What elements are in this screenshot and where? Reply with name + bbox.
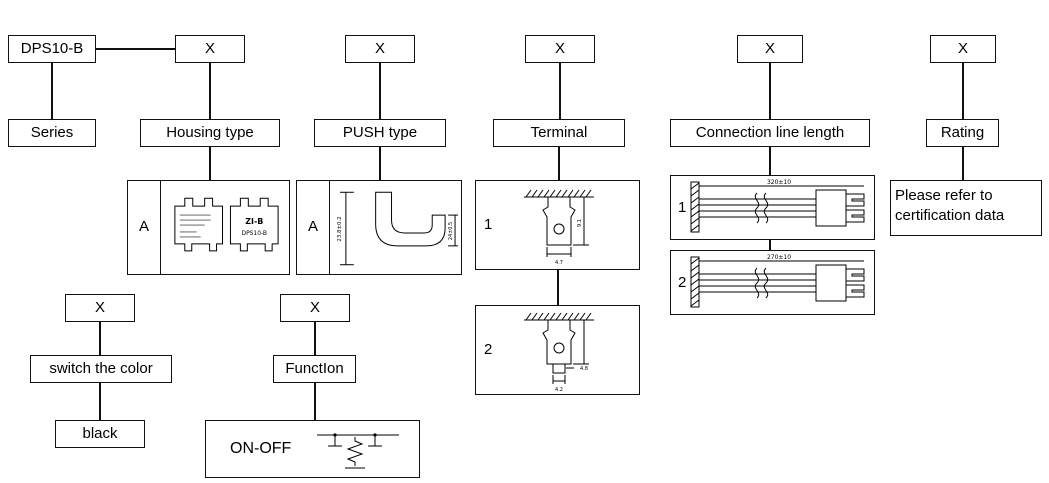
connector-rating-top <box>962 63 964 119</box>
terminal-hole <box>553 342 565 354</box>
connector-push-top <box>379 63 381 119</box>
wire-break-marks <box>754 267 769 299</box>
terminal-body-outline <box>542 319 576 365</box>
terminal-height-dimension <box>573 320 589 365</box>
connector-terminal-1-2 <box>557 270 559 305</box>
terminal-1-dim-height-text: 9.1 <box>577 219 583 227</box>
digit-box-push: X <box>345 35 415 63</box>
housing-left-markings <box>179 214 211 237</box>
housing-drawing: ZI-B DPS10-B <box>174 197 279 251</box>
terminal-hole <box>553 223 565 235</box>
push-type-label-box: PUSH type <box>314 119 446 147</box>
terminal-width-dimension <box>552 375 566 384</box>
connector-color-value <box>99 383 101 420</box>
circuit-left-contact <box>328 433 342 447</box>
terminal-height-dimension <box>573 197 589 246</box>
circuit-right-contact <box>368 433 382 447</box>
connection-2-drawing: 270±10 <box>690 254 865 308</box>
connector-plug <box>815 189 865 227</box>
push-dim-right-text: 24±0.5 <box>448 221 454 239</box>
rating-note-box: Please refer to certification data <box>890 180 1042 236</box>
digit-box-rating: X <box>930 35 996 63</box>
terminal-1-drawing: 9.1 4.7 <box>524 189 594 266</box>
rating-note-line-2: certification data <box>895 207 1005 225</box>
function-value-label: ON-OFF <box>230 440 292 458</box>
series-code-box: DPS10-B <box>8 35 96 63</box>
housing-model-marking: DPS10-B <box>242 229 267 236</box>
housing-type-label-box: Housing type <box>140 119 280 147</box>
push-lever-outline <box>375 191 446 246</box>
terminal-option-1-code: 1 <box>484 215 493 233</box>
push-dim-left-text: 23.8±0.2 <box>337 216 343 241</box>
push-lever-drawing: 23.8±0.2 24±0.5 <box>337 191 459 265</box>
digit-box-connection: X <box>737 35 803 63</box>
switch-color-value-box: black <box>55 420 145 448</box>
connector-terminal-top <box>559 63 561 119</box>
rating-note-line-1: Please refer to <box>895 187 993 204</box>
connection-1-drawing: 320±10 <box>690 179 865 233</box>
wall-hatch-bar <box>690 256 700 308</box>
connector-push-option <box>379 147 381 180</box>
rating-label-box: Rating <box>926 119 999 147</box>
series-label-box: Series <box>8 119 96 147</box>
push-left-dimension <box>339 191 354 265</box>
push-right-dimension <box>448 214 459 246</box>
digit-box-color: X <box>65 294 135 322</box>
wires <box>699 198 816 218</box>
housing-option-code: A <box>128 181 161 274</box>
terminal-1-dim-width-text: 4.7 <box>555 260 563 266</box>
terminal-body-outline <box>542 196 576 246</box>
connector-series <box>51 63 53 119</box>
connector-connection-1-2 <box>769 240 771 250</box>
on-off-circuit-symbol <box>317 433 399 469</box>
connection-line-length-label-box: Connection line length <box>670 119 870 147</box>
switch-color-label-box: switch the color <box>30 355 172 383</box>
push-option-box: A 23.8±0.2 24±0.5 <box>296 180 462 275</box>
digit-box-housing: X <box>175 35 245 63</box>
mounting-surface-hatch <box>524 189 594 198</box>
terminal-2-dim-tip-text: 4.8 <box>580 366 588 372</box>
connector-function-label <box>314 322 316 355</box>
connector-rating-note <box>962 147 964 180</box>
wire-break-marks <box>754 192 769 224</box>
connector-housing-top <box>209 63 211 119</box>
function-option-box: ON-OFF <box>205 420 420 478</box>
mounting-surface-hatch <box>524 312 594 321</box>
terminal-width-dimension <box>546 247 572 257</box>
housing-left-outline <box>174 197 224 251</box>
connector-connection-option <box>769 147 771 175</box>
connector-plug <box>815 264 865 302</box>
connection-option-1-box: 1 320±10 <box>670 175 875 240</box>
digit-box-function: X <box>280 294 350 322</box>
terminal-option-1-box: 1 9.1 4.7 <box>475 180 640 270</box>
terminal-tip <box>552 363 566 374</box>
terminal-option-2-box: 2 4.8 <box>475 305 640 395</box>
function-label-box: FunctIon <box>273 355 356 383</box>
push-option-code: A <box>297 181 330 274</box>
connection-option-2-box: 2 270±10 <box>670 250 875 315</box>
circuit-spring <box>346 437 364 466</box>
connection-option-1-code: 1 <box>678 198 687 216</box>
housing-option-box: A ZI-B DPS10-B <box>127 180 290 275</box>
terminal-label-box: Terminal <box>493 119 625 147</box>
connector-terminal-option <box>558 147 560 180</box>
digit-box-terminal: X <box>525 35 595 63</box>
connector-color-label <box>99 322 101 355</box>
housing-right-outline <box>229 197 279 251</box>
terminal-2-dim-width-text: 4.2 <box>555 387 563 393</box>
connection-option-2-code: 2 <box>678 273 687 291</box>
wall-hatch-bar <box>690 181 700 233</box>
connection-1-length-text: 320±10 <box>767 179 791 186</box>
connector-root-to-x1 <box>96 48 175 50</box>
terminal-2-drawing: 4.8 4.2 <box>524 312 594 393</box>
connection-2-length-text: 270±10 <box>767 254 791 261</box>
connector-housing-option <box>209 147 211 180</box>
connector-connection-top <box>769 63 771 119</box>
connector-function-value <box>314 383 316 420</box>
terminal-option-2-code: 2 <box>484 340 493 358</box>
housing-brand-marking: ZI-B <box>245 217 263 226</box>
